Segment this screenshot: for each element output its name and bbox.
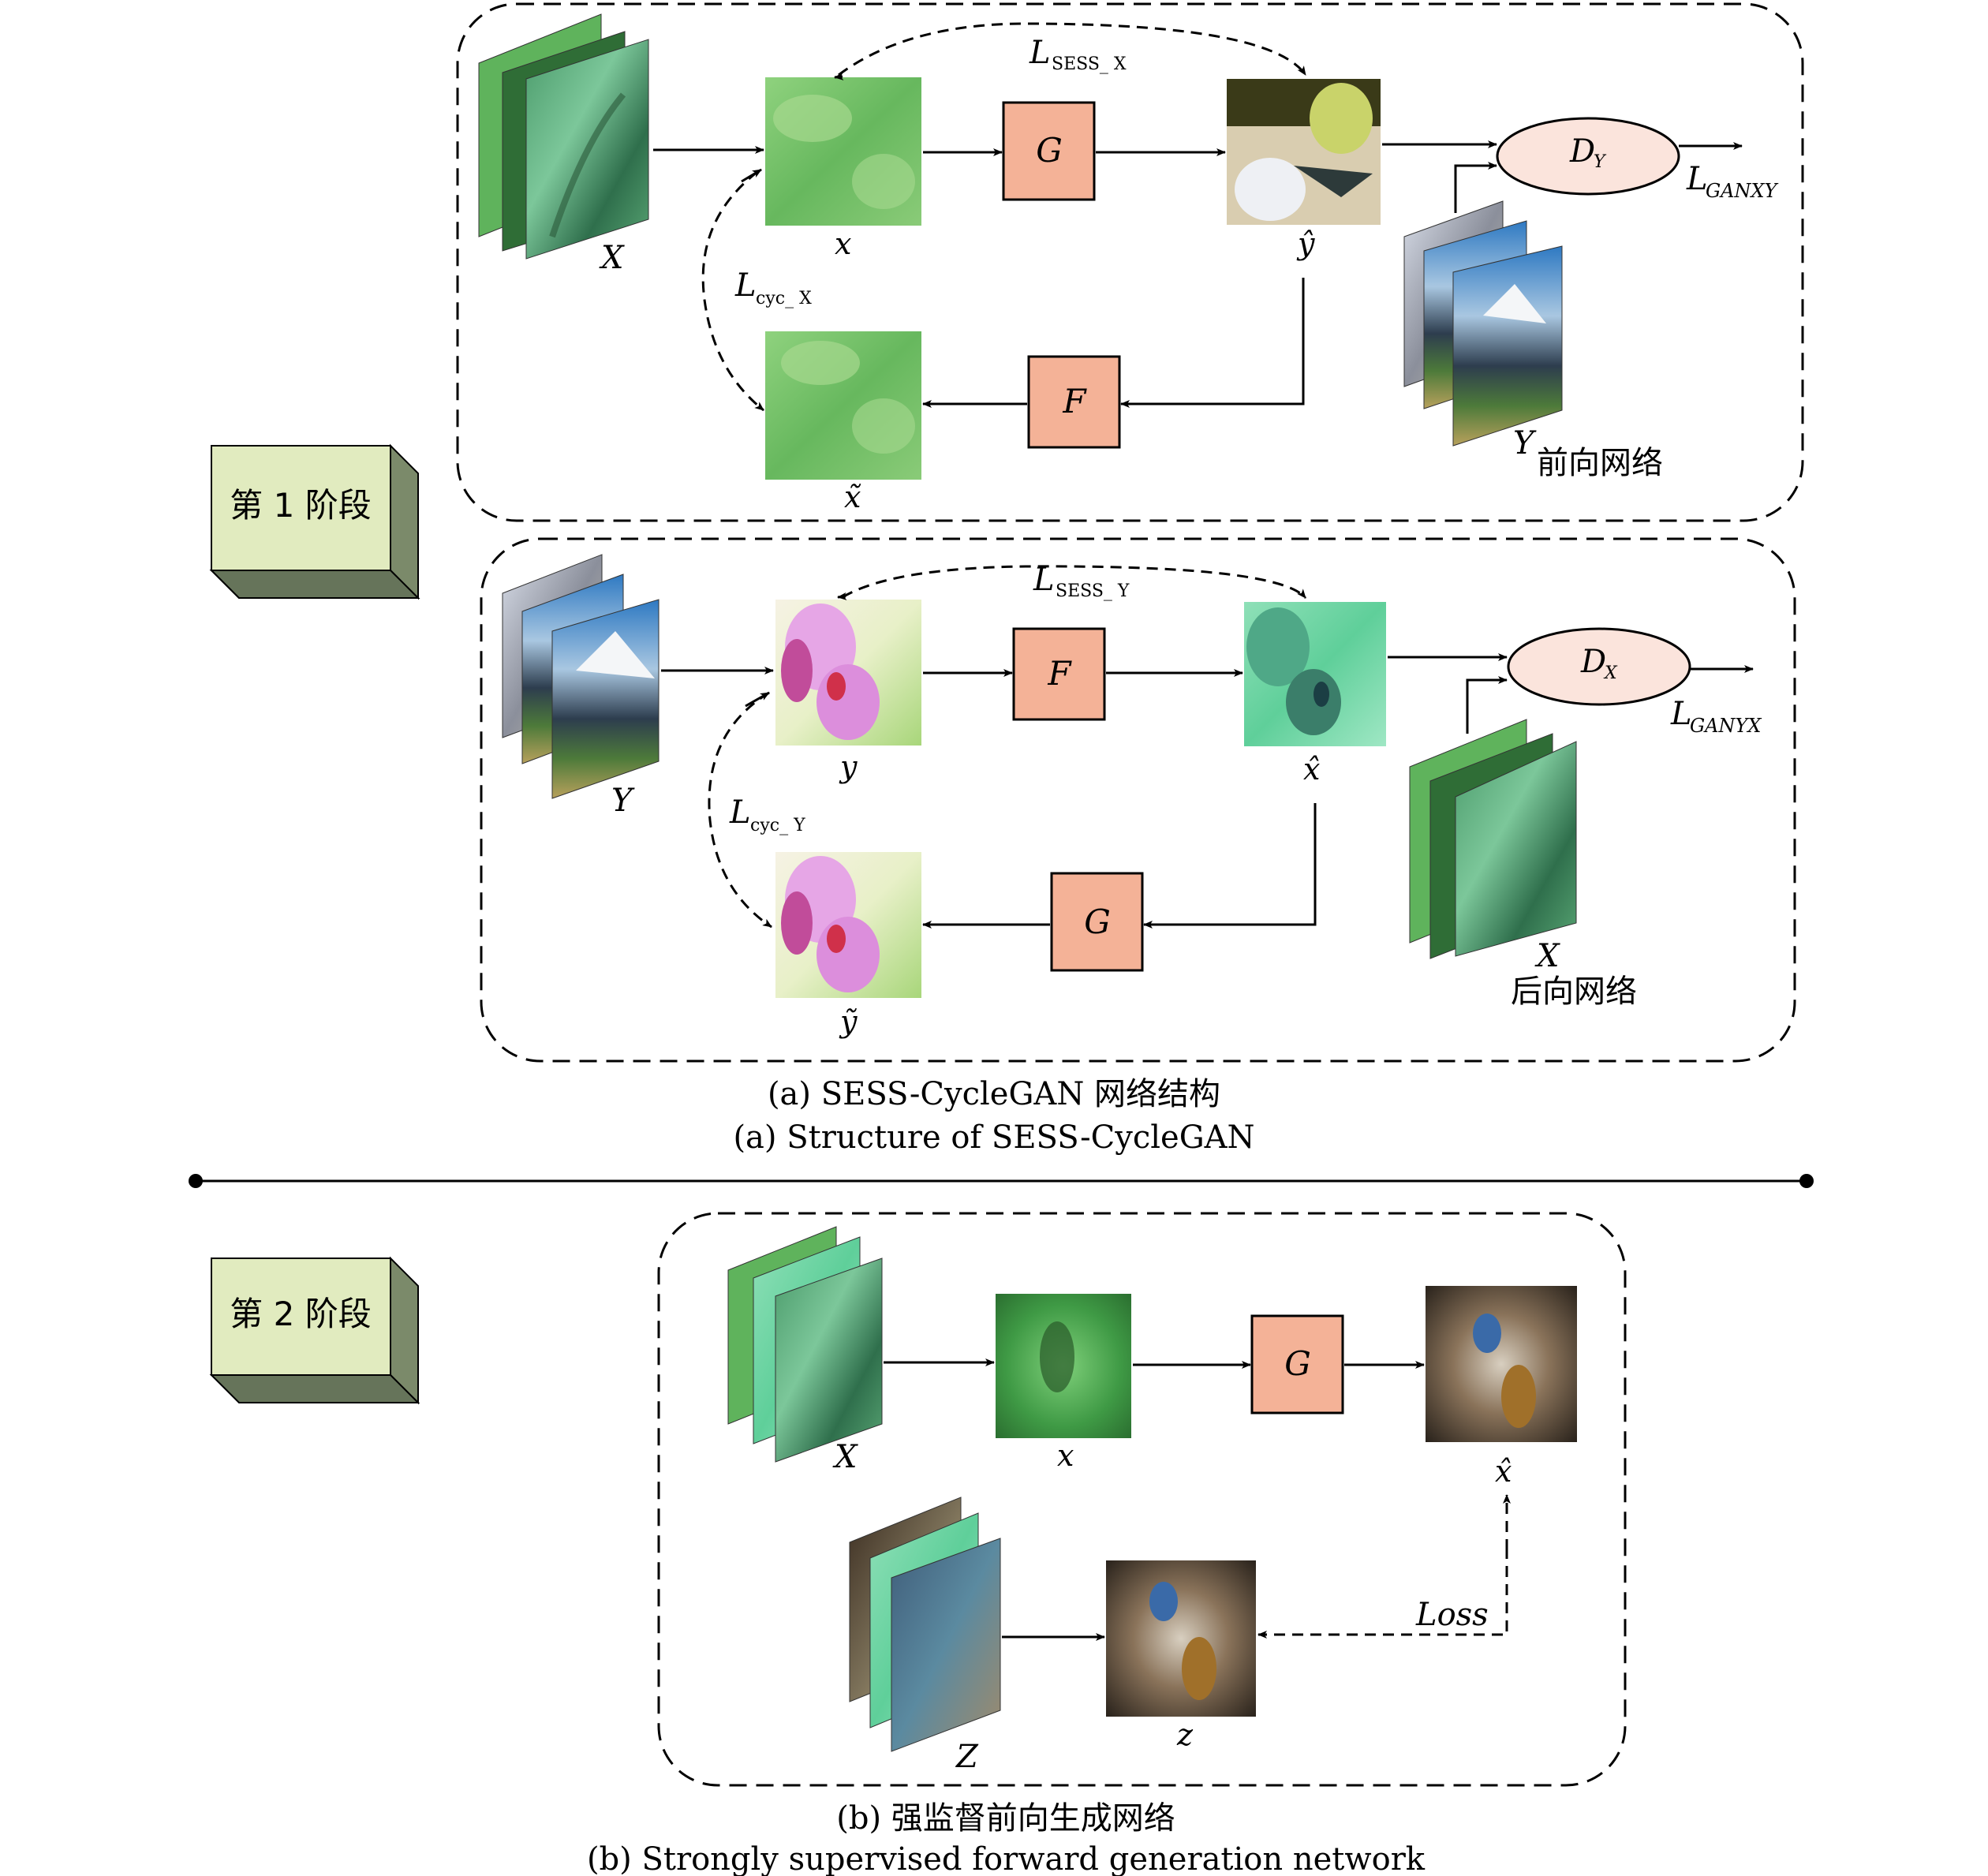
label-x-hat-stage2: x̂: [1495, 1454, 1512, 1489]
image-z: [1106, 1560, 1256, 1717]
forward-network-frame: [456, 2, 1804, 522]
loss-cyc-x: L: [734, 267, 757, 304]
discriminator-DY-sub: Y: [1594, 152, 1607, 172]
label-stack-Y: Y: [611, 783, 635, 819]
loss-sess-x: L: [1029, 35, 1051, 71]
image-stack-Y-real: [1403, 200, 1563, 447]
loss-cyc-y: L: [729, 794, 751, 831]
image-y-hat: [1227, 79, 1381, 225]
image-stack-X-real: [1409, 719, 1577, 959]
stage1-badge: [209, 443, 420, 600]
loss-sess-y-sub: SESS_ Y: [1056, 581, 1130, 601]
generator-G-backward: [1050, 872, 1144, 972]
label-x-stage2: x: [1057, 1438, 1074, 1473]
label-x-hat-backward: x̂: [1303, 752, 1320, 787]
image-stack-Y: [502, 554, 660, 799]
image-x: [765, 77, 921, 226]
generator-G-backward-label: G: [1084, 902, 1111, 941]
loss-sess-y: L: [1033, 562, 1055, 598]
forward-network-label: 前向网络: [1537, 445, 1663, 481]
label-y-tilde: ỹ: [839, 1004, 858, 1039]
discriminator-DX: [1507, 627, 1691, 706]
label-x-tilde: x̃: [844, 480, 861, 514]
discriminator-DY: [1496, 117, 1680, 196]
loss-ganxy: L: [1686, 161, 1708, 197]
discriminator-DX-label: D: [1580, 644, 1606, 680]
label-z: z: [1176, 1717, 1194, 1752]
image-stack-Z: [849, 1497, 1001, 1752]
image-x-hat-stage2: [1426, 1286, 1577, 1442]
discriminator-DY-label: D: [1569, 133, 1595, 170]
label-y-hat: ŷ: [1296, 226, 1315, 261]
generator-G-stage2-label: G: [1284, 1344, 1311, 1383]
label-stack-Y-real: Y: [1513, 425, 1537, 462]
loss-cyc-x-sub: cyc_ X: [756, 289, 812, 308]
caption-b-cn: (b) 强监督前向生成网络: [836, 1800, 1175, 1837]
image-y: [775, 600, 921, 746]
backward-network-label: 后向网络: [1511, 974, 1637, 1010]
image-x-stage2: [996, 1294, 1131, 1438]
loss-cyc-y-sub: cyc_ Y: [750, 816, 805, 835]
loss-sess-x-sub: SESS_ X: [1052, 54, 1127, 74]
forward-arrows: [653, 22, 1743, 412]
loss-ganxy-sub: GANXY: [1706, 180, 1779, 202]
stage2-label: 第 2 阶段: [230, 1295, 371, 1333]
label-stack-X-stage2: X: [832, 1439, 858, 1475]
image-x-tilde: [765, 331, 921, 480]
backward-arrows: [661, 565, 1754, 929]
label-stack-Z: Z: [955, 1739, 979, 1775]
label-y: y: [839, 749, 858, 784]
loss-ganyx-sub: GANYX: [1690, 715, 1762, 737]
stage2-badge: [209, 1256, 420, 1405]
image-stack-X: [478, 13, 649, 260]
generator-F-forward-label: F: [1062, 382, 1087, 420]
loss-ganyx: L: [1670, 696, 1692, 732]
backward-network-frame: [480, 537, 1796, 1063]
image-x-hat-backward: [1244, 602, 1386, 746]
discriminator-DX-sub: X: [1603, 663, 1618, 683]
caption-a-cn: (a) SESS-CycleGAN 网络结构: [768, 1076, 1220, 1112]
stage2-arrows: [884, 1358, 1511, 1641]
caption-a-en: (a) Structure of SESS-CycleGAN: [733, 1119, 1254, 1156]
generator-G-forward: [1002, 101, 1096, 201]
label-stack-X: X: [599, 240, 625, 276]
stage2-frame: [657, 1212, 1627, 1787]
generator-G-stage2: [1250, 1314, 1344, 1414]
label-stack-X-real: X: [1534, 938, 1560, 974]
label-x: x: [835, 226, 851, 261]
generator-F-forward: [1027, 355, 1121, 449]
stage1-label: 第 1 阶段: [230, 486, 371, 525]
image-stack-X-stage2: [727, 1226, 883, 1463]
image-y-tilde: [775, 852, 921, 998]
loss-label: Loss: [1415, 1597, 1489, 1633]
generator-F-backward: [1012, 627, 1106, 721]
caption-b-en: (b) Strongly supervised forward generati…: [587, 1841, 1426, 1876]
generator-F-backward-label: F: [1047, 654, 1072, 693]
generator-G-forward-label: G: [1036, 131, 1063, 170]
section-divider: [189, 1174, 1814, 1188]
